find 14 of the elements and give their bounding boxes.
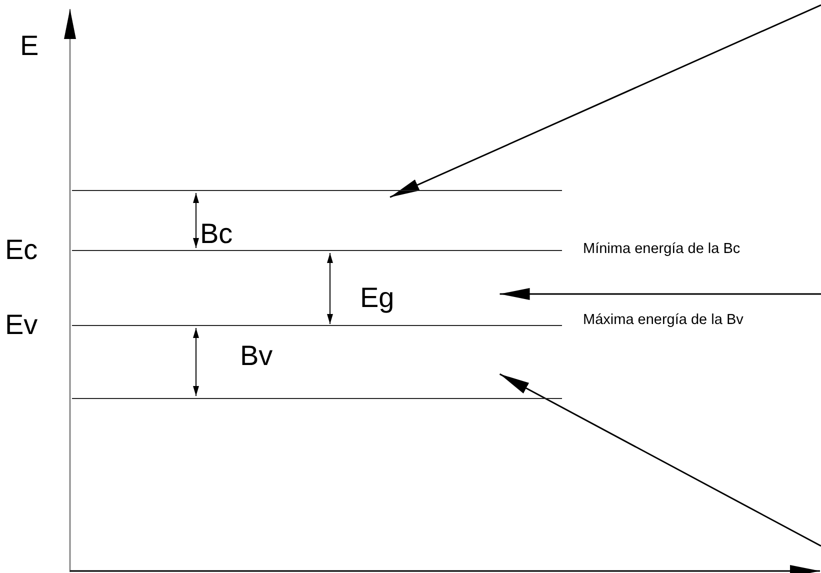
band-label: Bv xyxy=(240,342,273,370)
axis-label: E xyxy=(20,32,39,60)
energy-band xyxy=(72,326,562,399)
arrow xyxy=(390,4,821,198)
level-note: Mínima energía de la Bc xyxy=(583,242,740,256)
level-label: Ec xyxy=(5,236,38,264)
arrow xyxy=(499,373,821,547)
level-label: Ev xyxy=(5,311,38,339)
energy-band xyxy=(72,190,562,250)
energy-band xyxy=(72,250,562,326)
arrow xyxy=(500,288,821,300)
band-label: Eg xyxy=(360,284,394,312)
level-note: Máxima energía de la Bv xyxy=(583,313,744,328)
band-label: Bc xyxy=(200,220,233,248)
